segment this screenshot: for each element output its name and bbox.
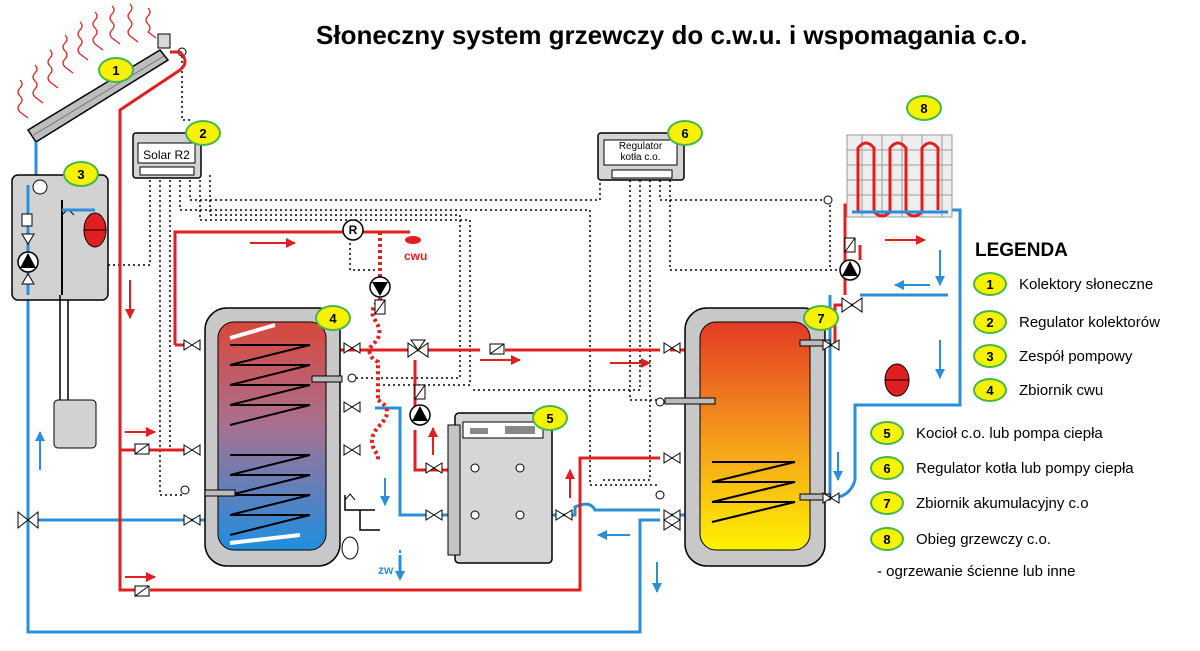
check-valves bbox=[134, 237, 856, 597]
legend-badge: 6 bbox=[870, 456, 904, 480]
badge-buffer-tank: 7 bbox=[803, 305, 839, 331]
cold-water-group bbox=[341, 493, 380, 560]
temperature-sensors bbox=[180, 195, 833, 500]
legend-text: Zbiornik cwu bbox=[1019, 381, 1104, 399]
badge-pump-station: 3 bbox=[63, 161, 99, 187]
boiler-controller-label-2: kotła c.o. bbox=[620, 152, 661, 163]
badge-boiler: 5 bbox=[532, 405, 568, 431]
legend-text: Regulator kolektorów bbox=[1019, 313, 1160, 331]
hot-water-label: cwu bbox=[404, 249, 428, 263]
solar-controller-label: Solar R2 bbox=[143, 148, 190, 162]
buffer-tank bbox=[664, 307, 831, 567]
pump-dhw-recirc bbox=[369, 276, 391, 298]
legend-badge: 4 bbox=[973, 378, 1007, 402]
badge-solar-controller: 2 bbox=[185, 120, 221, 146]
badge-dhw-tank: 4 bbox=[315, 305, 351, 331]
legend-badge: 7 bbox=[870, 491, 904, 515]
badge-collector: 1 bbox=[98, 57, 134, 83]
expansion-vessel-left bbox=[83, 212, 107, 248]
glycol-canister bbox=[53, 295, 97, 449]
boiler-controller-box bbox=[597, 132, 685, 181]
dhw-tank bbox=[204, 307, 343, 567]
boiler bbox=[447, 412, 553, 564]
pump-heating bbox=[839, 259, 861, 281]
badge-heating-loop: 8 bbox=[906, 95, 942, 121]
legend-note: - ogrzewanie ścienne lub inne bbox=[877, 563, 1076, 580]
legend-item: 8 Obieg grzewczy c.o. bbox=[870, 526, 1051, 552]
legend-badge: 3 bbox=[973, 344, 1007, 368]
legend-heading: LEGENDA bbox=[975, 240, 1068, 261]
wall-heating-panel bbox=[846, 134, 953, 218]
solar-controller-box bbox=[132, 132, 202, 179]
legend-badge: 2 bbox=[973, 310, 1007, 334]
reg-valve bbox=[342, 219, 421, 244]
flow-arrows bbox=[35, 235, 945, 593]
pump-station bbox=[11, 174, 109, 301]
three-way-valve-left bbox=[17, 510, 39, 530]
three-way-valve-dhw bbox=[407, 339, 429, 358]
legend-item: 7 Zbiornik akumulacyjny c.o bbox=[870, 490, 1089, 516]
dhw-recirc-pipe bbox=[367, 232, 389, 460]
mixing-valve-heating bbox=[841, 297, 863, 313]
legend-text: Regulator kotła lub pompy ciepła bbox=[916, 459, 1134, 477]
legend-badge: 1 bbox=[973, 272, 1007, 296]
legend-text: Zespół pompowy bbox=[1019, 347, 1133, 365]
cold-water-label: zw bbox=[378, 563, 394, 577]
shutoff-valves bbox=[183, 339, 840, 531]
sun-rays bbox=[17, 3, 157, 119]
legend-item: 2 Regulator kolektorów bbox=[973, 309, 1160, 335]
page-title: Słoneczny system grzewczy do c.w.u. i ws… bbox=[316, 20, 1028, 50]
legend-item: 4 Zbiornik cwu bbox=[973, 377, 1103, 403]
legend-text: Kocioł c.o. lub pompa ciepła bbox=[916, 424, 1103, 442]
legend-badge: 5 bbox=[870, 421, 904, 445]
reg-symbol: R bbox=[348, 223, 358, 237]
legend-item: 5 Kocioł c.o. lub pompa ciepła bbox=[870, 420, 1103, 446]
hot-pipes bbox=[118, 50, 862, 592]
pump-boiler bbox=[409, 404, 431, 426]
legend-item: 1 Kolektory słoneczne bbox=[973, 271, 1153, 297]
legend-text: Kolektory słoneczne bbox=[1019, 275, 1154, 293]
expansion-vessel-right bbox=[884, 363, 910, 397]
legend-item: 6 Regulator kotła lub pompy ciepła bbox=[870, 455, 1134, 481]
legend-text: Obieg grzewczy c.o. bbox=[916, 530, 1052, 548]
solar-collector bbox=[26, 33, 187, 144]
legend-text: Zbiornik akumulacyjny c.o bbox=[916, 494, 1089, 512]
badge-boiler-controller: 6 bbox=[667, 120, 703, 146]
legend-item: 3 Zespół pompowy bbox=[973, 343, 1132, 369]
legend-badge: 8 bbox=[870, 527, 904, 551]
boiler-controller-label-1: Regulator bbox=[618, 141, 663, 152]
